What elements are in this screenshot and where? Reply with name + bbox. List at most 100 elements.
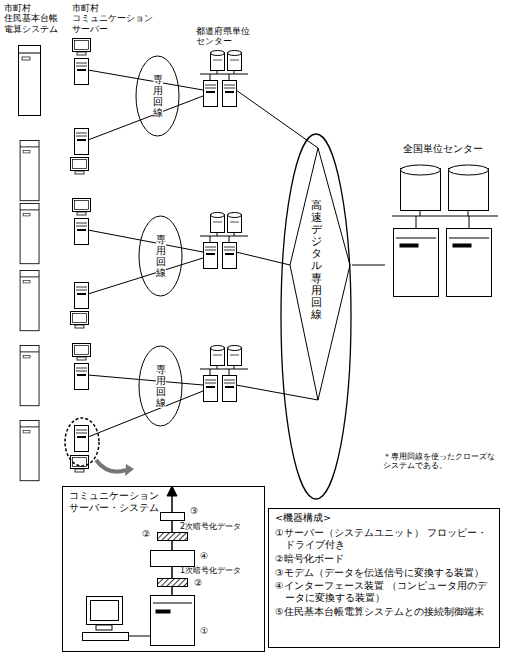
drawing-part — [161, 513, 185, 521]
diamond-shape — [290, 148, 350, 400]
drawing-part — [88, 258, 203, 294]
leased-line-ellipse: 専用回線 — [138, 345, 183, 427]
prefecture-centers — [200, 51, 248, 402]
drawing-part — [75, 59, 89, 85]
callout-number: ② — [142, 529, 156, 539]
drawing-part — [20, 420, 39, 480]
drawing-part — [75, 364, 89, 390]
drawing-part — [19, 46, 41, 116]
data-label: 1次暗号化データ — [180, 566, 260, 575]
drawing-part — [20, 140, 39, 200]
drawing-part — [416, 216, 417, 228]
node-text: 高速デジタル専用回線 — [311, 200, 322, 321]
drawing-part — [449, 238, 489, 239]
callout-number: ④ — [200, 551, 214, 561]
ellipse-shape — [139, 216, 182, 296]
equipment-list-box: <機器構成> ①サーバー（システムユニット） フロッピー・ドライブ付き ②暗号化ボー… — [268, 508, 500, 648]
note-text: ＊専用回線を使ったクローズなシステムである。 — [383, 452, 501, 470]
leased-line-ellipse: 専用回線 — [135, 55, 180, 137]
node-text: 専用回線 — [156, 364, 166, 408]
node-text: コミュニケーション サーバー・システム — [69, 490, 165, 513]
drawing-part — [447, 229, 492, 297]
node-text: ④インターフェース装置 （コンピュータ用のデータに変換する装置） — [275, 580, 493, 604]
drawing-part — [20, 270, 39, 330]
drawing-part — [200, 213, 248, 269]
drawing-part — [88, 70, 203, 90]
callout-number: ③ — [190, 506, 204, 516]
drawing-part — [75, 426, 89, 452]
drawing-part — [392, 216, 498, 217]
drawing-part — [158, 533, 188, 541]
drawing-part — [73, 199, 91, 216]
drawing-part — [71, 312, 89, 329]
drawing-part — [71, 158, 89, 175]
node-text: 専用回線 — [156, 234, 166, 278]
node-text: <機器構成> — [275, 512, 493, 524]
drawing-part — [400, 244, 418, 247]
drawing-part — [87, 597, 123, 625]
ellipse-shape — [136, 56, 179, 136]
node-text: 専用回線 — [153, 74, 163, 118]
column-heading: 市町村 住民基本台帳 電算システム — [4, 3, 68, 34]
drawing-part — [88, 96, 203, 140]
callout-number: ② — [194, 578, 208, 588]
drawing-part — [96, 625, 112, 630]
node-text: ③モデム（データを伝送信号に変換する装置） — [275, 567, 493, 579]
node-text: ①サーバー（システムユニット） フロッピー・ドライブ付き — [275, 527, 493, 551]
drawing-part — [20, 345, 39, 405]
callout-number: ① — [200, 626, 214, 636]
municipal-system-boxes — [19, 46, 41, 481]
node-text: ⑤住民基本台帳電算システムとの接続制御端末 — [275, 606, 493, 618]
drawing-part — [153, 603, 192, 604]
drawing-part — [73, 344, 91, 361]
ellipse-shape — [139, 346, 182, 426]
drawing-part — [128, 636, 150, 637]
drawing-part — [75, 283, 89, 309]
backbone-ellipse: 高速デジタル専用回線 — [280, 133, 352, 500]
drawing-part — [394, 229, 439, 297]
drawing-part — [449, 165, 489, 175]
drawing-part — [96, 460, 126, 472]
drawing-part — [236, 385, 318, 400]
drawing-part — [75, 129, 89, 155]
drawing-part — [420, 210, 421, 216]
ellipse-shape — [281, 134, 351, 499]
leased-line-ellipse: 専用回線 — [138, 215, 183, 297]
drawing-part — [200, 51, 248, 107]
connector — [352, 265, 385, 266]
drawing-part — [65, 418, 99, 466]
drawing-part — [151, 551, 195, 567]
drawing-part — [453, 244, 471, 247]
drawing-part — [151, 596, 195, 646]
data-label: 2次暗号化データ — [180, 522, 260, 531]
drawing-part — [20, 203, 39, 263]
drawing-part — [125, 464, 134, 476]
column-heading: 市町村 コミュニケーション サーバー — [72, 3, 164, 34]
drawing-part — [83, 633, 129, 641]
connector-line — [352, 265, 385, 266]
drawing-part — [158, 579, 188, 587]
national-center-equipment — [392, 165, 498, 297]
drawing-part — [73, 39, 91, 56]
drawing-part — [75, 219, 89, 245]
communication-servers — [71, 39, 91, 473]
drawing-part — [88, 230, 203, 252]
drawing-part — [401, 165, 441, 175]
node-text: ②暗号化ボード — [275, 553, 493, 565]
node-text: 全国単位センター — [385, 142, 500, 156]
column-heading: 都道府県単位 センター — [196, 26, 258, 47]
drawing-part — [91, 601, 119, 621]
drawing-part — [200, 346, 248, 402]
drawing-part — [469, 216, 470, 228]
drawing-part — [236, 90, 318, 148]
drawing-part — [167, 486, 177, 496]
drawing-part — [396, 238, 436, 239]
drawing-part — [156, 610, 170, 613]
highlight-callout — [65, 418, 134, 476]
drawing-part — [71, 456, 89, 473]
national-center: 全国単位センター — [385, 142, 500, 300]
drawing-part — [468, 210, 469, 216]
drawing-part — [88, 375, 203, 385]
